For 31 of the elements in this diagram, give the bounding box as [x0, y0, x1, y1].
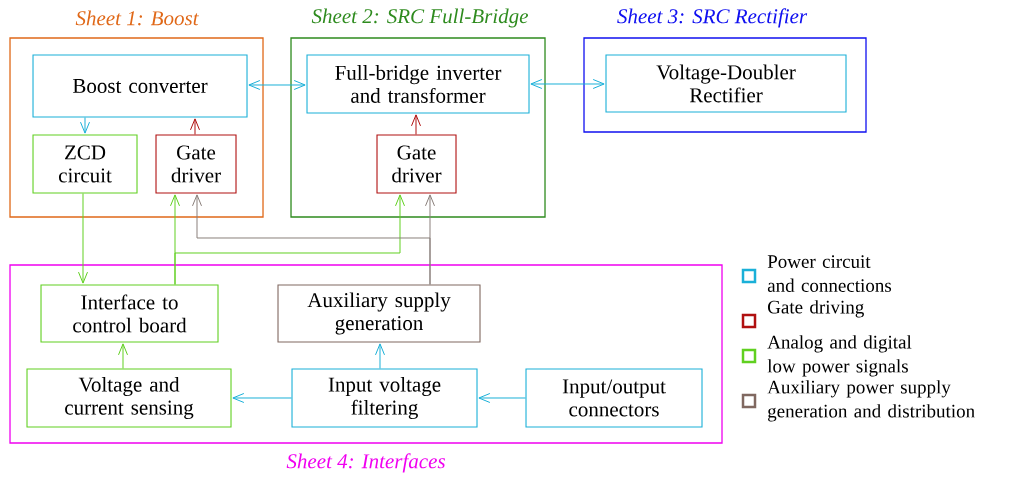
block-box: Auxiliary supply generation [277, 284, 481, 343]
arrow [530, 79, 605, 89]
node-label: Sheet 4: Interfaces [286, 453, 445, 473]
arrow [174, 194, 405, 285]
legend-label: Analog and digital low power signals [767, 335, 912, 377]
block-box: Full-bridge inverter and transformer [306, 54, 530, 114]
arrow [375, 343, 385, 369]
arrow [411, 114, 421, 135]
arrow [78, 193, 88, 284]
block-box: Voltage-Doubler Rectifier [605, 54, 847, 113]
legend-label: Auxiliary power supply generation and distribution [767, 380, 975, 422]
node-label: Sheet 3: SRC Rectifier [617, 8, 808, 28]
node-label: Sheet 2: SRC Full-Bridge [311, 8, 529, 28]
block-box: Input voltage filtering [291, 368, 478, 428]
arrow [192, 194, 431, 285]
node-label: Sheet 1: Boost [75, 10, 199, 26]
legend-label: Power circuit and connections [767, 255, 892, 292]
block-box: Interface to control board [40, 284, 219, 343]
block-box: Boost converter [32, 54, 248, 118]
block-box: Voltage and current sensing [26, 368, 232, 428]
block-box: Gate driver [155, 134, 237, 194]
arrow [232, 393, 292, 403]
block-box: Gate driver [376, 134, 457, 194]
block-box: Input/output connectors [525, 368, 703, 428]
legend-label: Gate driving [768, 300, 864, 318]
arrow [248, 80, 306, 90]
arrow [190, 118, 200, 135]
arrow [80, 117, 90, 134]
block-box: ZCD circuit [32, 134, 138, 194]
arrow [478, 393, 526, 403]
arrow [118, 343, 128, 369]
